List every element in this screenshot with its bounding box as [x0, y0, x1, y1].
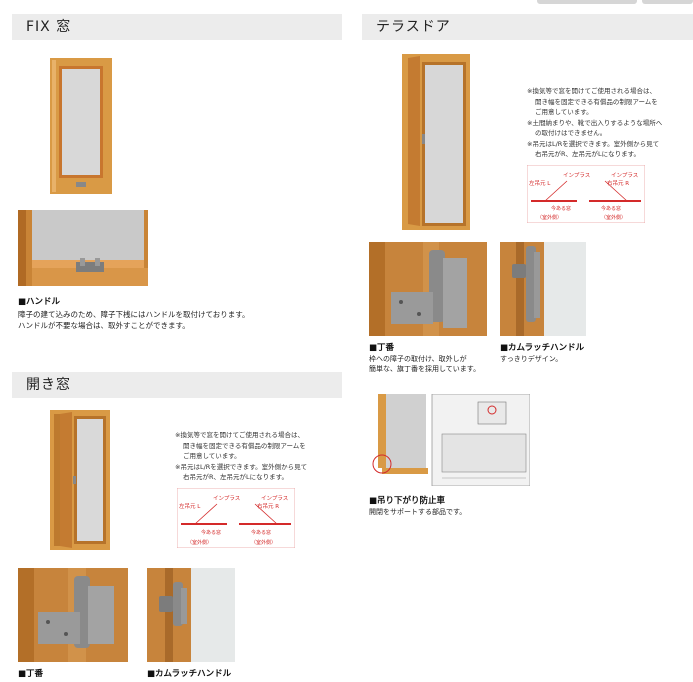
fix-window-illustration — [50, 58, 112, 194]
note-line: の取付けはできません。 — [535, 129, 607, 137]
note-line: ※換気等で窓を開けてご使用される場合は、 — [175, 431, 304, 439]
diagram-outside-label: （室外側） — [601, 214, 626, 221]
section-title: 開き窓 — [26, 377, 71, 393]
diagram-outside-label: （室外側） — [537, 214, 562, 221]
antidrop-wheel-illustration — [368, 394, 530, 486]
top-tab[interactable] — [642, 0, 693, 4]
section-header-fix: FIX 窓 — [12, 14, 342, 40]
diagram-right-label: 右吊元 R — [607, 179, 629, 187]
desc-line: ハンドルが不要な場合は、取外すことができます。 — [18, 321, 190, 330]
note-line: ご用意しています。 — [183, 452, 241, 460]
diagram-left-label: 左吊元 L — [179, 502, 201, 510]
top-tab[interactable] — [537, 0, 637, 4]
diagram-existing-label: 今ある窓 — [201, 529, 221, 536]
note-line: 開き幅を固定できる有償品の制限アームを — [535, 97, 658, 106]
diagram-left-label: 左吊元 L — [529, 179, 551, 187]
casement-latch-photo — [147, 568, 235, 662]
note-line: ご用意しています。 — [535, 108, 593, 116]
note-line: 右吊元がR、左吊元がLになります。 — [183, 473, 288, 481]
fix-handle-title: ■ハンドル — [18, 297, 61, 307]
diagram-existing-label: 今ある窓 — [551, 205, 571, 212]
diagram-right-label: 右吊元 R — [257, 502, 279, 510]
note-line: ※吊元はL/Rを選択できます。室外側から見て — [527, 139, 660, 148]
section-header-casement: 開き窓 — [12, 372, 342, 398]
note-line: ※換気等で窓を開けてご使用される場合は、 — [527, 87, 656, 95]
section-header-terrace: テラスドア — [362, 14, 693, 40]
terrace-door-illustration — [402, 54, 470, 230]
terrace-lr-diagram: 左吊元 L インプラス 今ある窓 （室外側） 右吊元 R インプラス 今ある窓 … — [527, 165, 645, 223]
diagram-inglass-label: インプラス — [213, 495, 240, 502]
terrace-latch-photo — [500, 242, 586, 336]
diagram-existing-label: 今ある窓 — [251, 529, 271, 536]
diagram-inglass-label: インプラス — [611, 172, 638, 179]
casement-hinge-photo — [18, 568, 128, 662]
casement-notes: ※換気等で窓を開けてご使用される場合は、 開き幅を固定できる有償品の制限アームを… — [175, 430, 335, 483]
section-title: テラスドア — [376, 19, 451, 35]
terrace-hinge-photo — [369, 242, 487, 336]
diagram-inglass-label: インプラス — [563, 172, 590, 179]
antidrop-title: ■吊り下がり防止車 — [369, 496, 446, 506]
desc-line: 障子の建て込みのため、障子下桟にはハンドルを取付けております。 — [18, 310, 250, 319]
terrace-hinge-desc: 枠への障子の取付け、取外しが 簡単な、旗丁番を採用しています。 — [369, 354, 499, 374]
casement-latch-title: ■カムラッチハンドル — [147, 669, 232, 679]
section-title: FIX 窓 — [26, 19, 72, 35]
antidrop-desc: 開閉をサポートする部品です。 — [369, 508, 467, 516]
casement-lr-diagram: 左吊元 L インプラス 今ある窓 （室外側） 右吊元 R インプラス 今ある窓 … — [177, 488, 295, 548]
diagram-outside-label: （室外側） — [187, 539, 212, 546]
note-line: 開き幅を固定できる有償品の制限アームを — [183, 441, 306, 450]
diagram-outside-label: （室外側） — [251, 539, 276, 546]
fix-handle-desc: 障子の建て込みのため、障子下桟にはハンドルを取付けております。 ハンドルが不要な… — [18, 309, 348, 331]
note-line: ※吊元はL/Rを選択できます。室外側から見て — [175, 462, 308, 471]
diagram-existing-label: 今ある窓 — [601, 205, 621, 212]
note-line: 右吊元がR、左吊元がLになります。 — [535, 150, 640, 158]
note-line: ※土間納まりや、靴で出入りするような場所へ — [527, 118, 663, 127]
casement-hinge-title: ■丁番 — [18, 669, 44, 679]
desc-line: 簡単な、旗丁番を採用しています。 — [369, 365, 481, 373]
desc-line: 枠への障子の取付け、取外しが — [369, 355, 467, 363]
casement-window-illustration — [50, 410, 110, 550]
terrace-latch-title: ■カムラッチハンドル — [500, 343, 585, 353]
terrace-notes: ※換気等で窓を開けてご使用される場合は、 開き幅を固定できる有償品の制限アームを… — [527, 86, 687, 160]
terrace-latch-desc: すっきりデザイン。 — [500, 355, 563, 363]
terrace-hinge-title: ■丁番 — [369, 343, 395, 353]
diagram-inglass-label: インプラス — [261, 495, 288, 502]
fix-handle-photo — [18, 210, 148, 286]
